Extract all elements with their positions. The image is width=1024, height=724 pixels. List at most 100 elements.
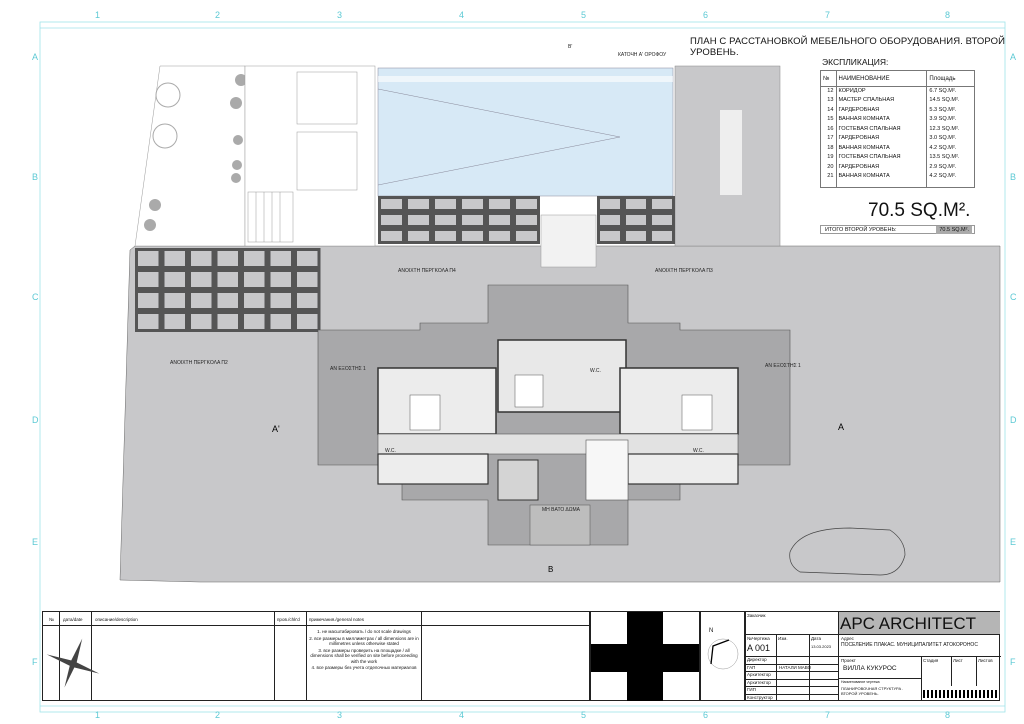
- pergola-cell: [408, 199, 429, 209]
- total-value: 70.5 SQ.M².: [936, 226, 972, 234]
- role-row: Директор: [746, 656, 838, 664]
- pergola-cell: [626, 215, 646, 225]
- pergola-cell: [516, 231, 537, 241]
- pergola-cell: [270, 251, 291, 266]
- car-icon: [789, 527, 906, 576]
- col-no: №: [820, 70, 837, 87]
- total-area: 70.5 SQ.M².: [868, 200, 971, 221]
- pergola-cell: [138, 293, 159, 308]
- grid-column-label: 8: [945, 10, 950, 20]
- cell-area: 4.2 SQ.M².: [926, 172, 975, 182]
- cell-no: 15: [820, 115, 837, 125]
- section-mark-b: B: [548, 565, 553, 574]
- grid-row-label: F: [32, 657, 38, 667]
- grid-column-label: 6: [703, 710, 708, 720]
- firm-logo: APC ARCHITECT: [838, 612, 1000, 634]
- general-note: 2. все размеры в миллиметрах / all dimen…: [309, 635, 419, 647]
- cell-name: МАСТЕР СПАЛЬНАЯ: [835, 96, 928, 106]
- revision-table: № дата/date описание/description пров./c…: [42, 611, 590, 701]
- role-row: Архитектор: [746, 671, 838, 679]
- sheet-no: A 001: [747, 643, 771, 653]
- role-row: ГАП НАТАЛИ МАВО: [746, 663, 838, 672]
- pergola-cell: [217, 272, 238, 287]
- general-note: 3. все размеры проверить на площадке / a…: [310, 647, 418, 664]
- grid-row-label: A: [1010, 52, 1016, 62]
- cell-no: 17: [820, 134, 837, 144]
- cell-no: 16: [820, 124, 837, 134]
- label-pergola-p4: ΑΝΟΙΧΤΗ ΠΕΡΓΚΟΛΑ Π4: [398, 268, 456, 274]
- role-row: Конструктор: [746, 693, 838, 702]
- address-label: Адрес: [841, 636, 854, 641]
- rev-col-date: дата/date: [63, 617, 83, 622]
- grid-column-label: 1: [95, 710, 100, 720]
- drawing-title: ПЛАН С РАССТАНОВКОЙ МЕБЕЛЬНОГО ОБОРУДОВА…: [690, 36, 1006, 58]
- garden-area: [134, 65, 246, 247]
- cell-name: ВАННАЯ КОМНАТА: [835, 172, 928, 182]
- label-roof: ΜΗ ΒΑΤΟ ΔΩΜΑ: [542, 507, 581, 513]
- cell-no: 13: [820, 96, 837, 106]
- grid-row-label: D: [32, 415, 39, 425]
- stage-label: Стадия: [923, 658, 939, 663]
- pergola-cell: [164, 251, 185, 266]
- general-notes: 1. не масштабировать / do not scale draw…: [309, 629, 419, 672]
- rev-col-no: №: [49, 617, 54, 622]
- pergola-cell: [244, 293, 265, 308]
- grid-column-label: 5: [581, 10, 586, 20]
- total-row: ИТОГО ВТОРОЙ УРОВЕНЬ:70.5 SQ.M².: [820, 225, 975, 234]
- pergola-cell: [244, 314, 265, 329]
- pergola-cell: [626, 199, 646, 209]
- wind-rose-icon: [46, 638, 100, 688]
- cell-area: 13.5 SQ.M².: [926, 153, 975, 163]
- grid-column-label: 2: [215, 10, 220, 20]
- rev-col-notes: примечания./general notes: [309, 617, 364, 622]
- pool: [377, 67, 674, 197]
- pergola-cell: [408, 215, 429, 225]
- grid-row-label: A: [32, 52, 38, 62]
- cell-area: 3.9 SQ.M².: [926, 115, 975, 125]
- north-arrow-icon: [707, 638, 739, 670]
- role-label: Архитектор: [747, 672, 771, 677]
- pergola-cell: [626, 231, 646, 241]
- pergola-cell: [489, 215, 510, 225]
- role-name: НАТАЛИ МАВО: [779, 664, 812, 670]
- role-row: ГИП: [746, 686, 838, 694]
- project-label: Проект: [841, 658, 856, 663]
- grid-row-label: E: [1010, 537, 1016, 547]
- cell-name: ВАННАЯ КОМНАТА: [835, 115, 928, 125]
- pergola-cell: [138, 314, 159, 329]
- cell-name: ГАРДЕРОБНАЯ: [835, 134, 928, 144]
- grid-row-label: B: [1010, 172, 1016, 182]
- col-name: НАИМЕНОВАНИЕ: [835, 70, 928, 87]
- pergola-cell: [489, 199, 510, 209]
- role-label: Директор: [747, 657, 767, 662]
- role-label: ГИП: [747, 687, 756, 692]
- pergola-cell: [408, 231, 429, 241]
- sheet-frame: [39, 21, 1006, 713]
- section-mark-a-left: A': [272, 424, 280, 434]
- pergolas: [135, 196, 675, 332]
- pergola-cell: [435, 231, 456, 241]
- title-block: Заказчик APC ARCHITECT №Чертежа A 001 Из…: [745, 611, 1001, 702]
- pergola-cell: [381, 215, 402, 225]
- pergola-cell: [652, 231, 672, 241]
- grid-row-label: E: [32, 537, 38, 547]
- grid-column-label: 1: [95, 10, 100, 20]
- pergola-cell: [381, 231, 402, 241]
- grid-column-label: 7: [825, 710, 830, 720]
- role-label: Архитектор: [747, 679, 771, 685]
- sheets-label: Листов: [978, 658, 993, 663]
- label-wc-left: W.C.: [385, 448, 396, 454]
- pergola-cell: [516, 199, 537, 209]
- role-label: ГАП: [747, 664, 756, 670]
- pergola-cell: [191, 251, 212, 266]
- label-terrace-right: ΑΝ ΕΞΟΣΤΗΣ 1: [765, 363, 801, 369]
- grid-column-label: 3: [337, 710, 342, 720]
- grid-column-label: 3: [337, 10, 342, 20]
- pergola-cell: [270, 314, 291, 329]
